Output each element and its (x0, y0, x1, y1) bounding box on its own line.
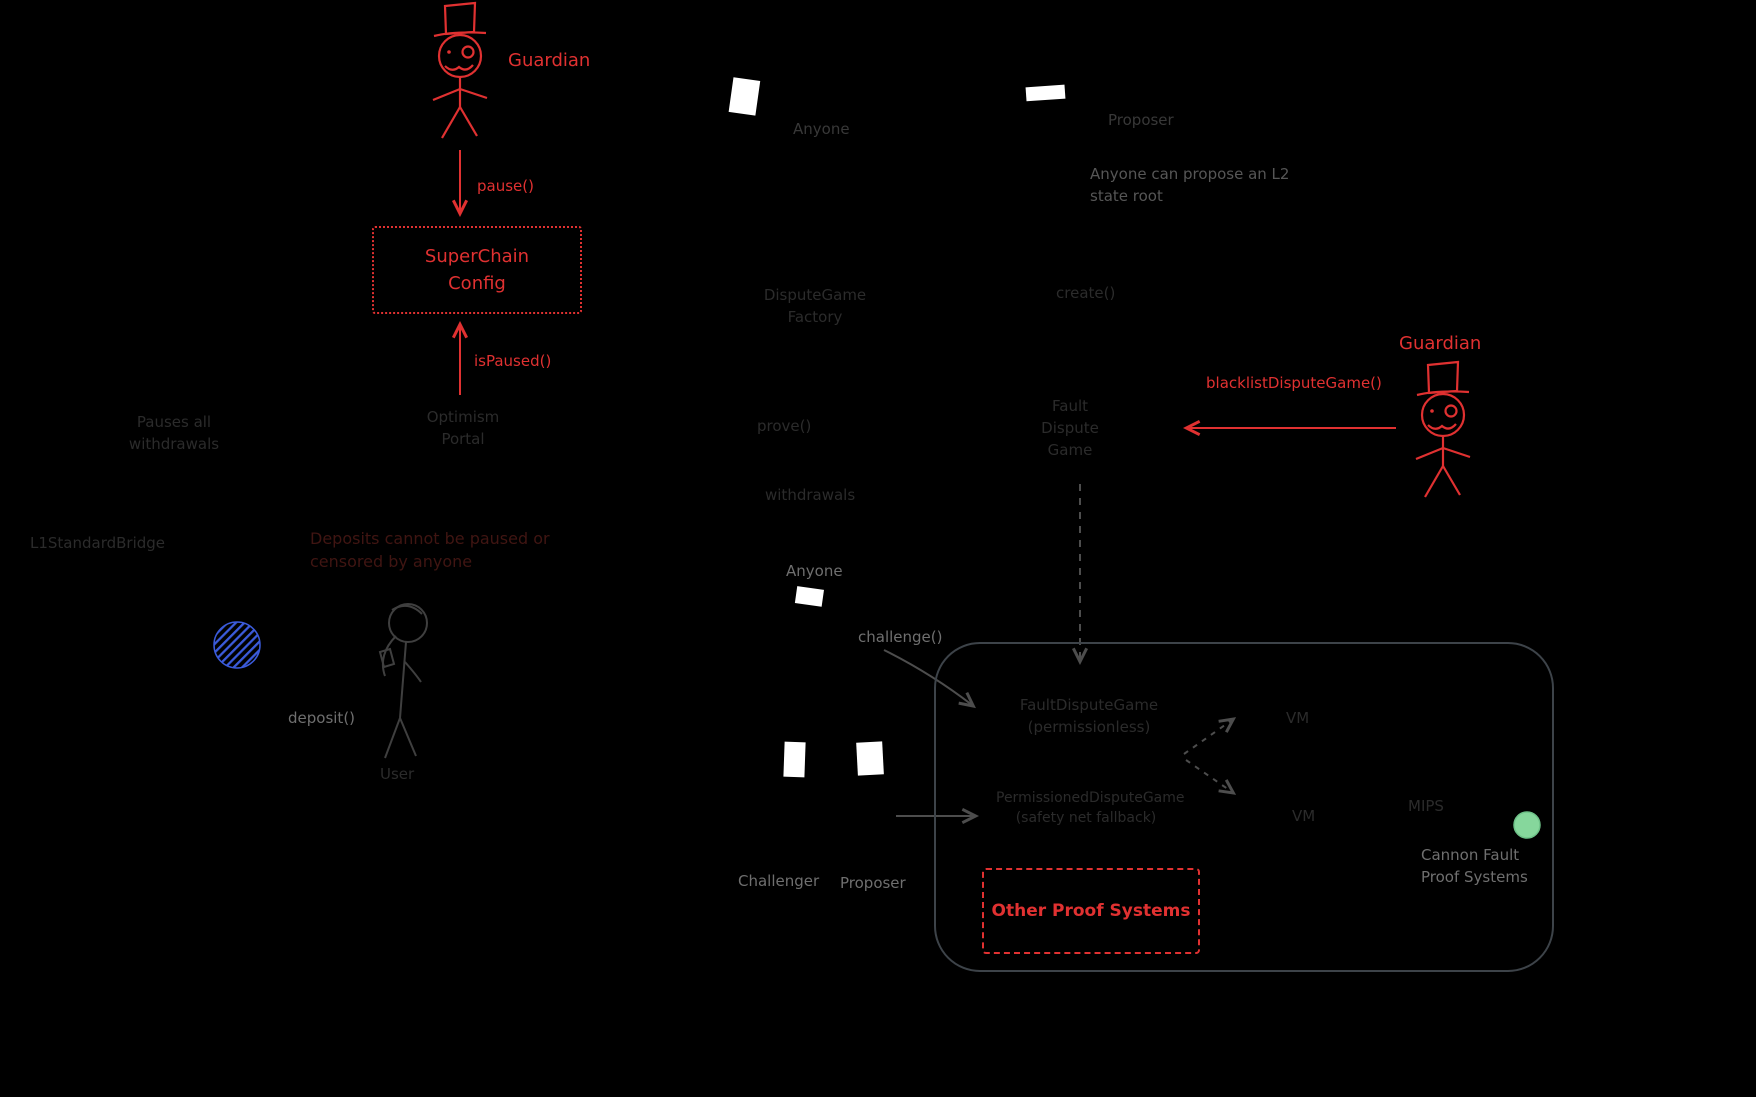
challenge-arrow-label: challenge() (858, 628, 943, 646)
deposit-arrow-label: deposit() (288, 709, 356, 727)
eth-coin-icon (213, 621, 261, 669)
challenger-label: Challenger (738, 872, 820, 890)
optimism-portal-label: Optimism Portal (426, 408, 500, 448)
actor-body (794, 586, 824, 607)
guardian-right-label: Guardian (1399, 333, 1482, 354)
other-proof-systems-box: Other Proof Systems (982, 868, 1200, 954)
vm-top-label: VM (1286, 709, 1310, 727)
guardian-icon (1414, 360, 1472, 499)
proposer-top-label: Proposer (1108, 111, 1174, 129)
proof-systems-container (934, 642, 1554, 972)
guardian-icon (431, 1, 489, 140)
anyone-top-label: Anyone (793, 120, 850, 138)
cannon-label: Cannon Fault Proof Systems (1421, 846, 1528, 886)
deposit-note: Deposits cannot be paused or censored by… (310, 529, 550, 572)
user-icon (378, 603, 428, 759)
propose-note: Anyone can propose an L2 state root (1090, 165, 1290, 205)
proposer-label: Proposer (840, 874, 906, 892)
actor-body (783, 741, 806, 778)
superchain-config-box: SuperChain Config (372, 226, 582, 314)
withdrawals-label: withdrawals (765, 486, 856, 504)
ispaused-arrow-label: isPaused() (474, 352, 552, 370)
anyone-label: Anyone (786, 562, 843, 580)
vm-bottom-label: VM (1292, 807, 1316, 825)
dispute-game-factory-label: DisputeGame Factory (763, 286, 867, 326)
prove-label: prove() (757, 417, 812, 435)
actor-body (856, 741, 884, 776)
mips-label: MIPS (1408, 797, 1444, 815)
pause-arrow-label: pause() (477, 177, 534, 195)
user-label: User (380, 765, 415, 783)
fault-games-label: FaultDisputeGame (permissionless) (1019, 696, 1159, 736)
fault-dispute-game-label: Fault Dispute Game (1041, 397, 1099, 459)
permissioned-games-label: PermissionedDisputeGame (safety net fall… (996, 790, 1185, 827)
actor-body (728, 77, 761, 116)
pause-note: Pauses all withdrawals (128, 413, 220, 453)
guardian-top-label: Guardian (508, 50, 591, 71)
create-label: create() (1056, 284, 1116, 302)
bridge-label: L1StandardBridge (30, 534, 166, 552)
blacklist-arrow-label: blacklistDisputeGame() (1206, 374, 1382, 392)
actor-hat (1025, 84, 1066, 102)
